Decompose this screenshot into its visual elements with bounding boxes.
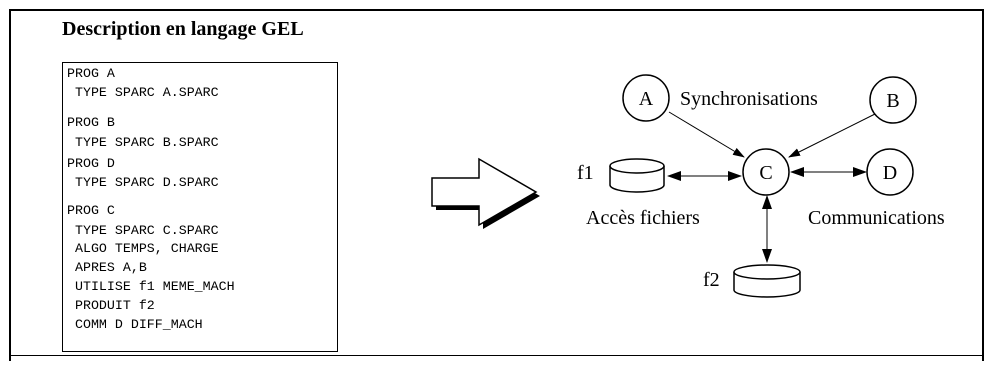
edge-a-to-c (668, 111, 745, 158)
node-d-label: D (883, 162, 897, 184)
code-line-type-c: TYPE SPARC C.SPARC (67, 223, 219, 238)
label-synchronisations: Synchronisations (680, 88, 818, 110)
transform-arrow-icon (431, 157, 540, 229)
code-line-algo: ALGO TEMPS, CHARGE (67, 241, 219, 256)
code-line-prog-d: PROG D (67, 156, 115, 171)
edge-b-to-c (788, 112, 878, 158)
label-communications: Communications (808, 207, 945, 229)
code-line-type-b: TYPE SPARC B.SPARC (67, 135, 219, 150)
code-line-prog-b: PROG B (67, 115, 115, 130)
node-c: C (742, 148, 790, 196)
file-f1-label: f1 (577, 162, 594, 184)
gel-code-box: PROG A TYPE SPARC A.SPARC PROG B TYPE SP… (62, 62, 338, 352)
node-a-label: A (639, 88, 654, 110)
code-line-prog-c: PROG C (67, 203, 115, 218)
section-title: Description en langage GEL (62, 18, 304, 40)
file-f2-disk-icon (733, 264, 801, 298)
code-line-utilise: UTILISE f1 MEME_MACH (67, 279, 235, 294)
node-c-label: C (759, 162, 772, 184)
file-f2-label: f2 (703, 269, 720, 291)
node-a: A (622, 74, 670, 122)
code-line-apres: APRES A,B (67, 260, 147, 275)
frame-bottom-rule (9, 355, 984, 356)
outer-frame (9, 9, 984, 361)
code-line-type-d: TYPE SPARC D.SPARC (67, 175, 219, 190)
node-b-label: B (886, 90, 899, 112)
code-line-prog-a: PROG A (67, 66, 115, 81)
code-line-type-a: TYPE SPARC A.SPARC (67, 85, 219, 100)
node-d: D (866, 148, 914, 196)
label-acces-fichiers: Accès fichiers (586, 207, 700, 229)
file-f1-disk-icon (609, 158, 665, 193)
code-line-comm: COMM D DIFF_MACH (67, 317, 203, 332)
node-b: B (869, 76, 917, 124)
code-line-produit: PRODUIT f2 (67, 298, 155, 313)
